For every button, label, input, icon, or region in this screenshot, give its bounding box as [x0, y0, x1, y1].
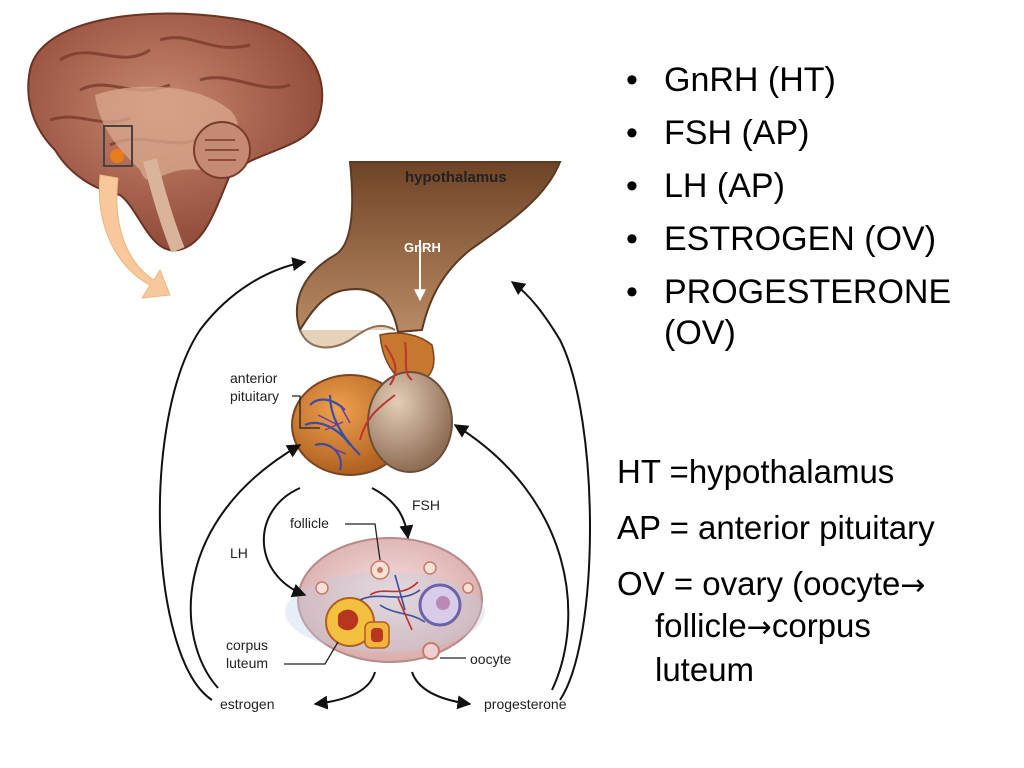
list-item: •FSH (AP) — [626, 114, 810, 152]
arrow-icon: → — [746, 610, 772, 645]
estrogen-feedback-hypothalamus — [158, 257, 307, 701]
progesterone-arrow — [411, 671, 472, 710]
anterior-pituitary-leader — [292, 395, 320, 429]
progesterone-feedback-pituitary — [453, 424, 570, 691]
bullet-text: GnRH (HT) — [664, 61, 836, 99]
lh-label: LH — [230, 545, 248, 561]
estrogen-label: estrogen — [220, 696, 274, 712]
follicle-leader — [345, 523, 381, 561]
estrogen-feedback-pituitary — [189, 444, 302, 689]
hypothalamus-illustration — [295, 161, 562, 349]
list-item: •ESTROGEN (OV) — [626, 220, 937, 258]
fsh-arrow — [371, 487, 414, 540]
anterior-pituitary-label-line2: pituitary — [230, 388, 279, 404]
definition-ht: HT =hypothalamus — [617, 453, 895, 490]
zoom-arrow — [98, 174, 171, 299]
pituitary-illustration — [291, 332, 453, 476]
list-item: •LH (AP) — [626, 167, 785, 205]
definition-ov-luteum: luteum — [655, 651, 755, 688]
follicle-label: follicle — [290, 515, 329, 531]
corpus-text: corpus — [771, 607, 871, 644]
bullet-text: FSH (AP) — [664, 114, 810, 152]
definition-ap: AP = anterior pituitary — [617, 509, 935, 546]
estrogen-arrow — [313, 671, 376, 710]
gnrh-label: GnRH — [404, 240, 441, 255]
list-item: •PROGESTERONE (OV) — [626, 273, 952, 352]
hormone-list: •GnRH (HT) •FSH (AP) •LH (AP) •ESTROGEN … — [622, 60, 1017, 366]
brain-focus-box — [103, 125, 133, 167]
bullet-text: ESTROGEN (OV) — [664, 220, 937, 258]
abbreviation-definitions: HT =hypothalamus AP = anterior pituitary… — [617, 452, 1017, 691]
corpus-luteum-label-line1: corpus — [226, 637, 268, 653]
lh-arrow — [262, 487, 307, 598]
arrow-icon: → — [900, 568, 926, 603]
anterior-pituitary-label-line1: anterior — [230, 370, 278, 386]
corpus-luteum-label-line2: luteum — [226, 655, 268, 671]
follicle-text: follicle — [655, 607, 747, 644]
fsh-label: FSH — [412, 497, 440, 513]
progesterone-feedback-hypothalamus — [510, 281, 591, 701]
progesterone-label: progesterone — [484, 696, 567, 712]
definition-ov: OV = ovary (oocyte→ — [617, 564, 1017, 605]
corpus-luteum-leader — [284, 641, 339, 665]
ovary-illustration — [285, 537, 485, 663]
pituitary-highlight — [110, 149, 124, 163]
bullet-text: LH (AP) — [664, 167, 785, 205]
brain-illustration — [27, 12, 324, 253]
hypothalamus-label: hypothalamus — [405, 169, 507, 186]
bullet-text: PROGESTERONE (OV) — [664, 273, 952, 352]
endocrine-diagram: hypothalamus GnRH anterior pituitary fol… — [27, 12, 591, 712]
oocyte-label: oocyte — [470, 651, 511, 667]
oocyte-illustration — [422, 642, 440, 660]
definition-ov-continued: follicle→corpus — [617, 605, 1017, 649]
definition-ov-text: OV = ovary (oocyte — [617, 565, 901, 602]
list-item: •GnRH (HT) — [626, 61, 836, 99]
